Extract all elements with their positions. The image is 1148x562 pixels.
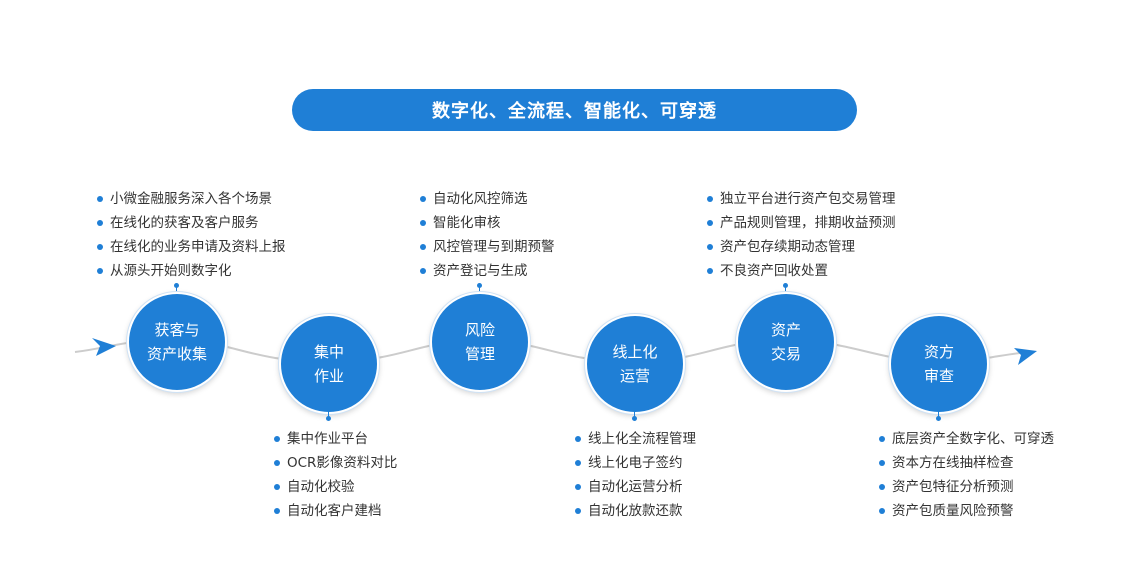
list-item: 集中作业平台 (274, 427, 397, 451)
stage-4-feature-list: 线上化全流程管理 线上化电子签约 自动化运营分析 自动化放款还款 (575, 427, 696, 523)
stage-node-centralized-operation: 集中 作业 (279, 314, 379, 414)
stage-1-feature-list: 小微金融服务深入各个场景 在线化的获客及客户服务 在线化的业务申请及资料上报 从… (97, 187, 286, 283)
list-item: 智能化审核 (420, 211, 555, 235)
list-item: 不良资产回收处置 (707, 259, 896, 283)
stage-label-line2: 审查 (923, 367, 954, 385)
stage-2-feature-list: 集中作业平台 OCR影像资料对比 自动化校验 自动化客户建档 (274, 427, 397, 523)
stage-label-line2: 运营 (619, 367, 650, 385)
stage-label-line2: 资产收集 (146, 345, 207, 363)
list-item: 在线化的获客及客户服务 (97, 211, 286, 235)
stage-label-line2: 管理 (464, 345, 495, 363)
list-item: 风控管理与到期预警 (420, 235, 555, 259)
end-arrow-icon (1014, 348, 1037, 365)
stage-node-risk-management: 风险 管理 (430, 292, 530, 392)
list-item: 自动化风控筛选 (420, 187, 555, 211)
list-item: 在线化的业务申请及资料上报 (97, 235, 286, 259)
stage-3-connector-dot (477, 283, 482, 288)
list-item: 资产包质量风险预警 (879, 499, 1054, 523)
stage-5-connector-stem (785, 287, 786, 293)
list-item: 小微金融服务深入各个场景 (97, 187, 286, 211)
list-item: 线上化电子签约 (575, 451, 696, 475)
stage-6-connector-stem (938, 411, 939, 417)
list-item: 资产包存续期动态管理 (707, 235, 896, 259)
list-item: 资产登记与生成 (420, 259, 555, 283)
list-item: 线上化全流程管理 (575, 427, 696, 451)
stage-node-customer-acquisition: 获客与 资产收集 (127, 292, 227, 392)
list-item: 自动化校验 (274, 475, 397, 499)
stage-label-line1: 获客与 (154, 321, 200, 339)
stage-label-line1: 资产 (770, 321, 801, 339)
list-item: 资本方在线抽样检查 (879, 451, 1054, 475)
stage-4-connector-dot (632, 416, 637, 421)
stage-node-asset-trading: 资产 交易 (736, 292, 836, 392)
stage-label-line1: 集中 (313, 343, 344, 361)
stage-4-connector-stem (634, 411, 635, 417)
stage-1-connector-dot (174, 283, 179, 288)
stage-5-connector-dot (783, 283, 788, 288)
list-item: 产品规则管理，排期收益预测 (707, 211, 896, 235)
stage-3-connector-stem (479, 287, 480, 293)
stage-3-feature-list: 自动化风控筛选 智能化审核 风控管理与到期预警 资产登记与生成 (420, 187, 555, 283)
stage-label-line2: 作业 (313, 367, 344, 385)
stage-label-line1: 风险 (464, 321, 495, 339)
stage-label-line2: 交易 (770, 345, 801, 363)
list-item: 从源头开始则数字化 (97, 259, 286, 283)
start-arrow-icon (92, 338, 116, 356)
stage-2-connector-stem (328, 411, 329, 417)
stage-node-online-operation: 线上化 运营 (585, 314, 685, 414)
stage-label-line1: 线上化 (612, 343, 658, 361)
stage-label-line1: 资方 (923, 343, 954, 361)
stage-5-feature-list: 独立平台进行资产包交易管理 产品规则管理，排期收益预测 资产包存续期动态管理 不… (707, 187, 896, 283)
list-item: 自动化客户建档 (274, 499, 397, 523)
list-item: 底层资产全数字化、可穿透 (879, 427, 1054, 451)
list-item: 自动化运营分析 (575, 475, 696, 499)
diagram-title: 数字化、全流程、智能化、可穿透 (432, 101, 717, 122)
stage-1-connector-stem (176, 287, 177, 293)
stage-node-investor-review: 资方 审查 (889, 314, 989, 414)
stage-2-connector-dot (326, 416, 331, 421)
diagram-title-banner: 数字化、全流程、智能化、可穿透 (292, 89, 857, 131)
list-item: OCR影像资料对比 (274, 451, 397, 475)
stage-6-connector-dot (936, 416, 941, 421)
list-item: 独立平台进行资产包交易管理 (707, 187, 896, 211)
stage-6-feature-list: 底层资产全数字化、可穿透 资本方在线抽样检查 资产包特征分析预测 资产包质量风险… (879, 427, 1054, 523)
list-item: 资产包特征分析预测 (879, 475, 1054, 499)
list-item: 自动化放款还款 (575, 499, 696, 523)
